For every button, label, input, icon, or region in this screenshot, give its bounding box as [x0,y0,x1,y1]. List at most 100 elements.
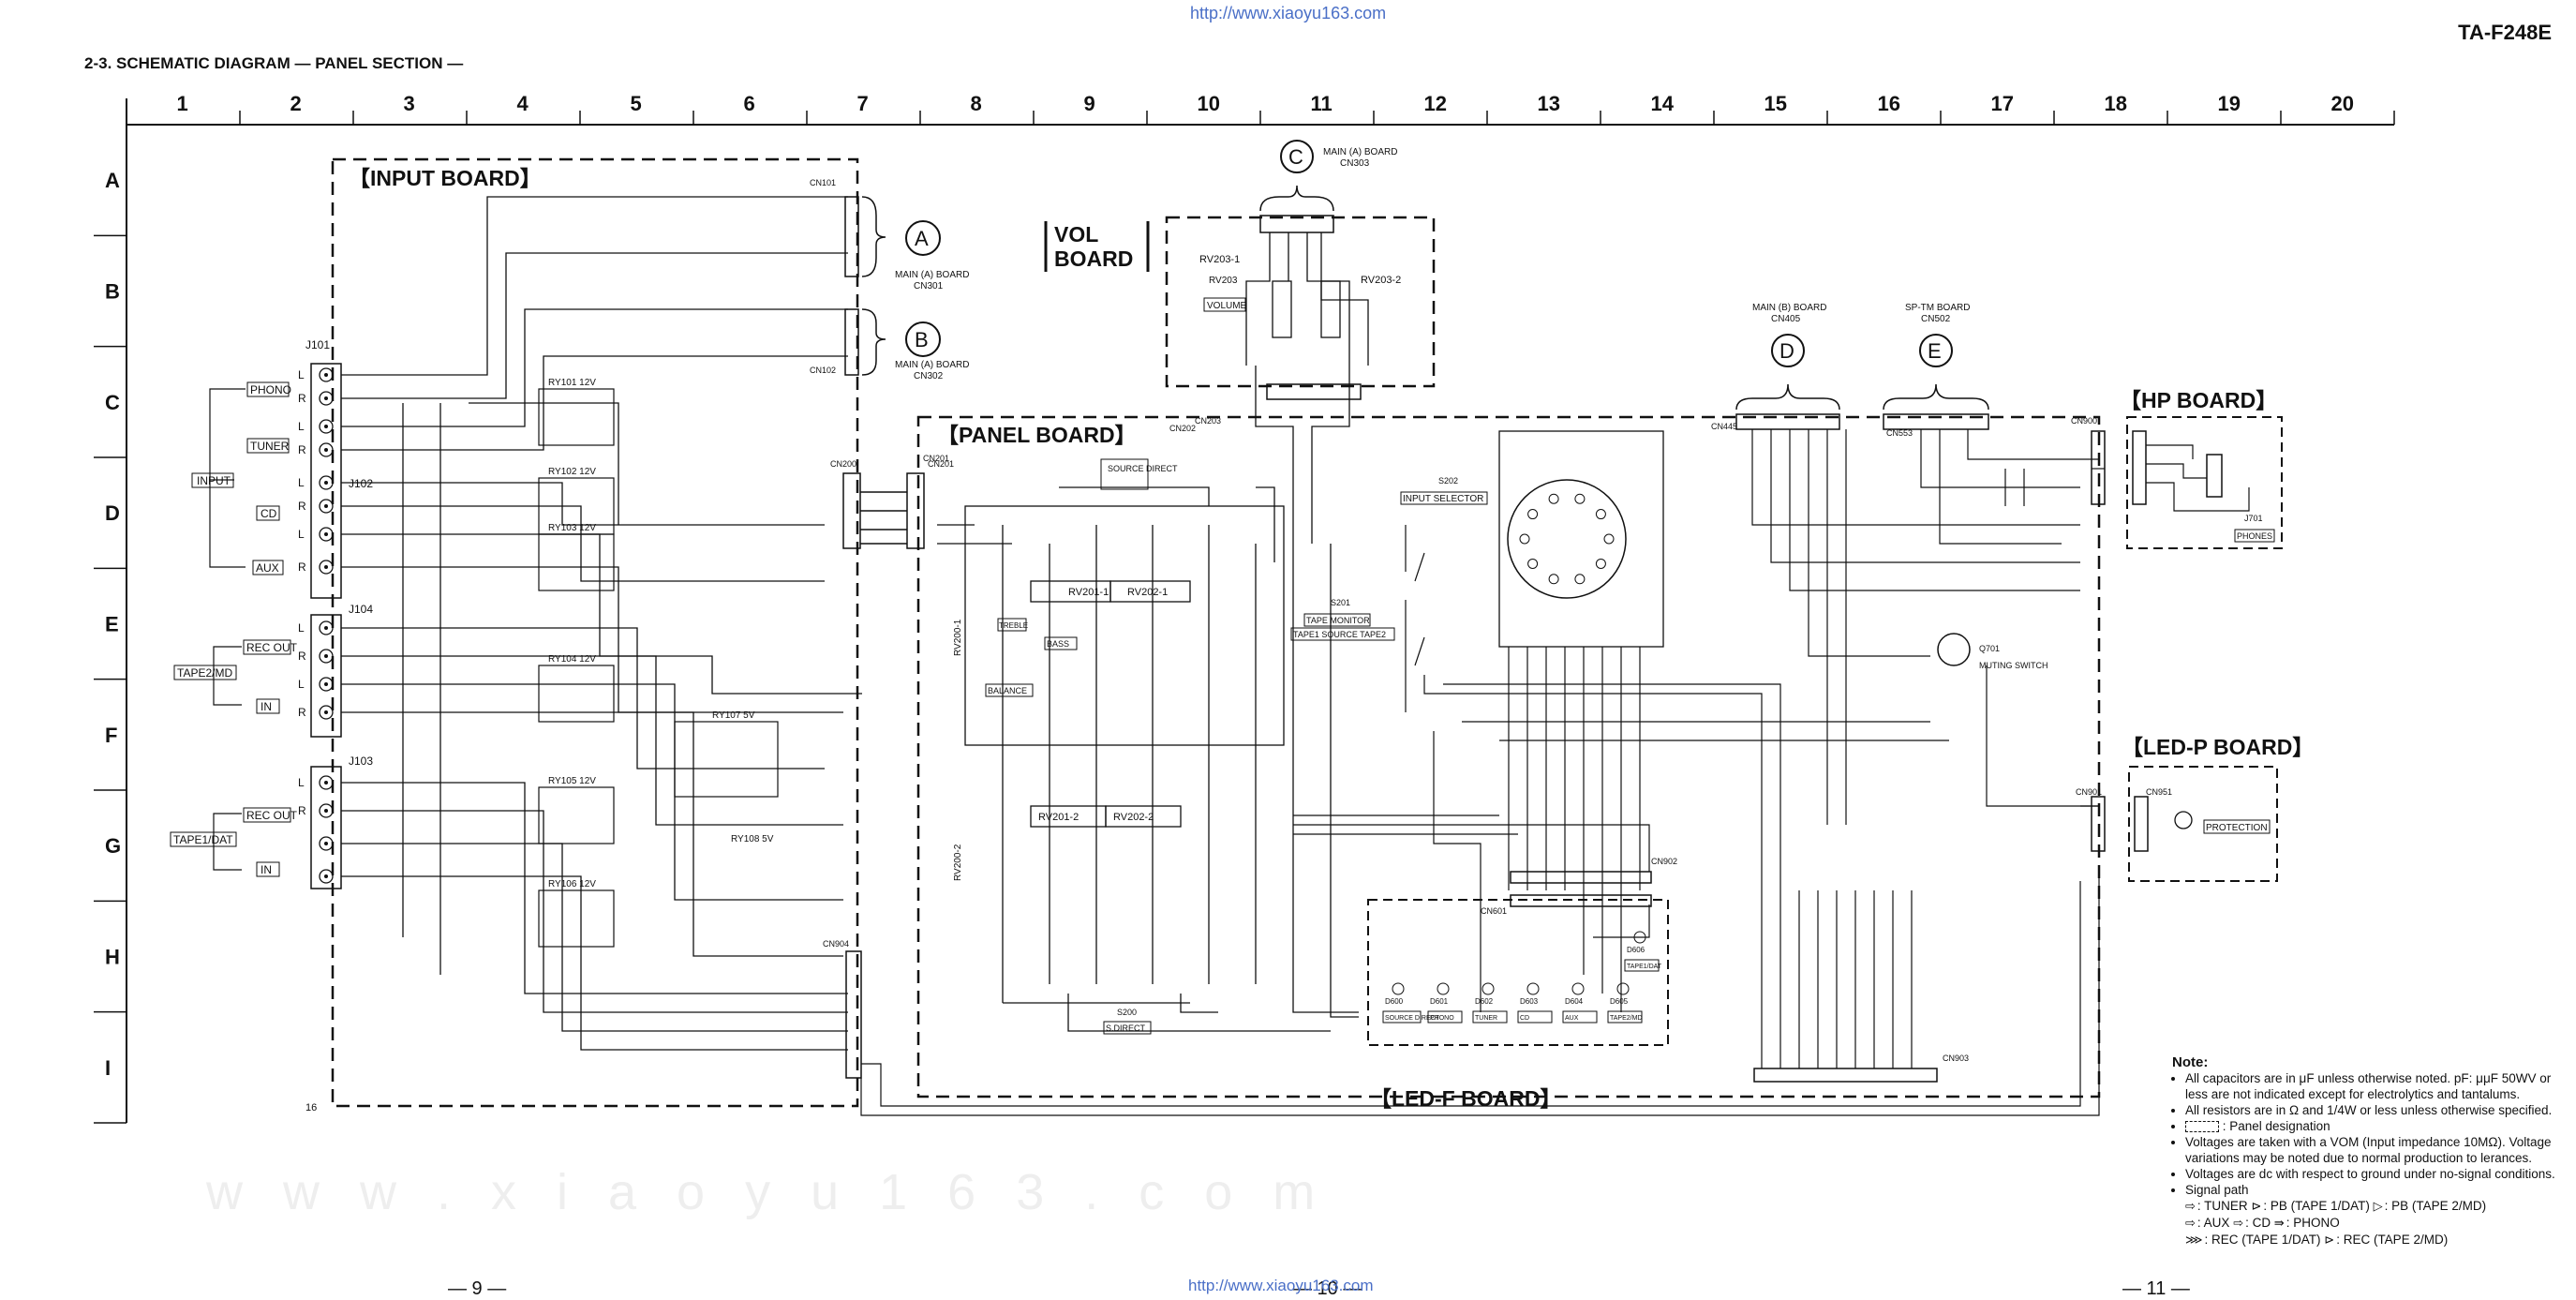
channel-label: R [298,500,306,513]
relay-label: RY107 5V [712,710,755,721]
jack-pin [324,809,328,813]
rec-tape1-arrow-icon: ⋙ [2185,1233,2203,1248]
led-label: AUX [1565,1015,1579,1022]
channel-label: R [298,650,306,663]
channel-label: L [298,420,305,433]
jack-terminal [319,475,334,490]
hp-board: 【HP BOARD】 CN900 PHONES J701 [2071,388,2283,549]
svg-text:【HP BOARD】: 【HP BOARD】 [2120,388,2277,412]
row-label: G [105,834,121,858]
row-label: H [105,946,120,969]
led-ref: D606 [1627,946,1645,954]
relay-label: RY108 5V [731,834,774,844]
svg-text:CD: CD [261,507,277,520]
led-ref: D605 [1610,997,1629,1006]
page-number-center: — 10 — [1293,1278,1362,1299]
bottom-url: http://www.xiaoyu163.com [1188,1277,1374,1294]
jack-pin [324,565,328,569]
muting-wiring [1751,429,2099,825]
svg-text:CN201: CN201 [928,459,954,469]
jack-terminal [319,367,334,382]
jack-terminal [319,391,334,406]
svg-text:CN203: CN203 [1195,416,1221,426]
page-note-16: 16 [305,1102,317,1113]
svg-text:INPUT: INPUT [197,474,231,487]
jack-terminal [319,442,334,457]
led-p-board: 【LED-P BOARD】 PROTECTION CN901 CN951 [2076,735,2314,882]
svg-text:TAPE1/DAT: TAPE1/DAT [173,833,233,846]
note-capacitors: All capacitors are in μF unless otherwis… [2185,1070,2566,1102]
svg-text:S202: S202 [1438,476,1458,486]
led-label-box [1472,1010,1508,1024]
connector-c: C MAIN (A) BOARD CN303 [1259,140,1397,233]
column-label: 11 [1311,92,1333,115]
rotary-contact [1595,509,1606,520]
svg-text:S200: S200 [1117,1008,1137,1017]
rotary-contact [1548,574,1559,585]
connector-a: A MAIN (A) BOARD CN301 CN101 [810,178,969,291]
led-label: TUNER [1475,1015,1497,1022]
relay-label: RY106 12V [548,879,596,889]
led-label: PHONO [1430,1015,1454,1022]
svg-text:CN202: CN202 [1169,424,1196,433]
svg-text:CN900: CN900 [2071,416,2097,426]
led-icon [1482,982,1495,995]
jack-pin [324,481,328,485]
svg-text:RV203-2: RV203-2 [1361,275,1401,286]
svg-text:TREBLE: TREBLE [999,621,1028,630]
led-icon [1392,982,1405,995]
jack-terminal [319,775,334,790]
top-url: http://www.xiaoyu163.com [1190,4,1387,22]
jack-terminal [319,560,334,575]
svg-text:CN303: CN303 [1340,158,1370,169]
jack-pin [324,654,328,658]
led-label: TAPE1/DAT [1627,964,1662,970]
jack-terminal [319,705,334,720]
channel-label: L [298,528,305,541]
svg-text:RV200-1: RV200-1 [953,619,963,656]
jack-pin [324,781,328,784]
cn203-strip [1266,383,1362,400]
jack-pin [324,710,328,714]
row-label: C [105,391,120,414]
jack-pin [324,626,328,630]
channel-label: R [298,392,306,405]
row-label: B [105,280,120,304]
column-label: 9 [1084,92,1095,115]
row-label: A [105,169,120,192]
rotary-contact [1574,493,1586,504]
cd-arrow-icon: ⇨ [2233,1217,2244,1231]
svg-text:CN445: CN445 [1711,422,1737,431]
svg-text:IN: IN [261,700,272,713]
svg-text:CN901: CN901 [2076,787,2102,797]
panel-board: 【PANEL BOARD】 CN201 CN202 CN203 [916,415,2101,1098]
relay-body [538,388,615,446]
svg-text:J701: J701 [2244,514,2263,523]
relay-body [538,786,615,844]
notes-title: Note: [2172,1054,2209,1070]
input-board-label: 【INPUT BOARD】 [349,166,542,190]
phono-arrow-icon: ⇛ [2273,1217,2285,1231]
column-label: 1 [177,92,188,115]
led-label-box [1607,1010,1643,1024]
svg-text:INPUT SELECTOR: INPUT SELECTOR [1403,494,1483,504]
row-label: E [105,613,119,636]
led-label-box [1427,1010,1463,1024]
column-ticks [126,111,2395,125]
channel-label: L [298,368,305,381]
cn904: CN904 [823,939,862,1079]
column-label: 20 [2331,92,2354,115]
svg-text:CN553: CN553 [1886,428,1913,438]
note-signal-path: Signal path [2185,1182,2566,1198]
led-ref: D601 [1430,997,1449,1006]
column-label: 16 [1878,92,1900,115]
svg-text:MAIN (B) BOARD: MAIN (B) BOARD [1752,303,1826,313]
svg-text:BALANCE: BALANCE [988,686,1027,695]
led-icon [1571,982,1585,995]
channel-label: L [298,776,305,789]
input-selector: INPUT SELECTOR S202 TAPE1 SOURCE TAPE2 T… [1290,430,1664,648]
rotary-contact [1548,493,1559,504]
svg-text:CN951: CN951 [2146,787,2172,797]
